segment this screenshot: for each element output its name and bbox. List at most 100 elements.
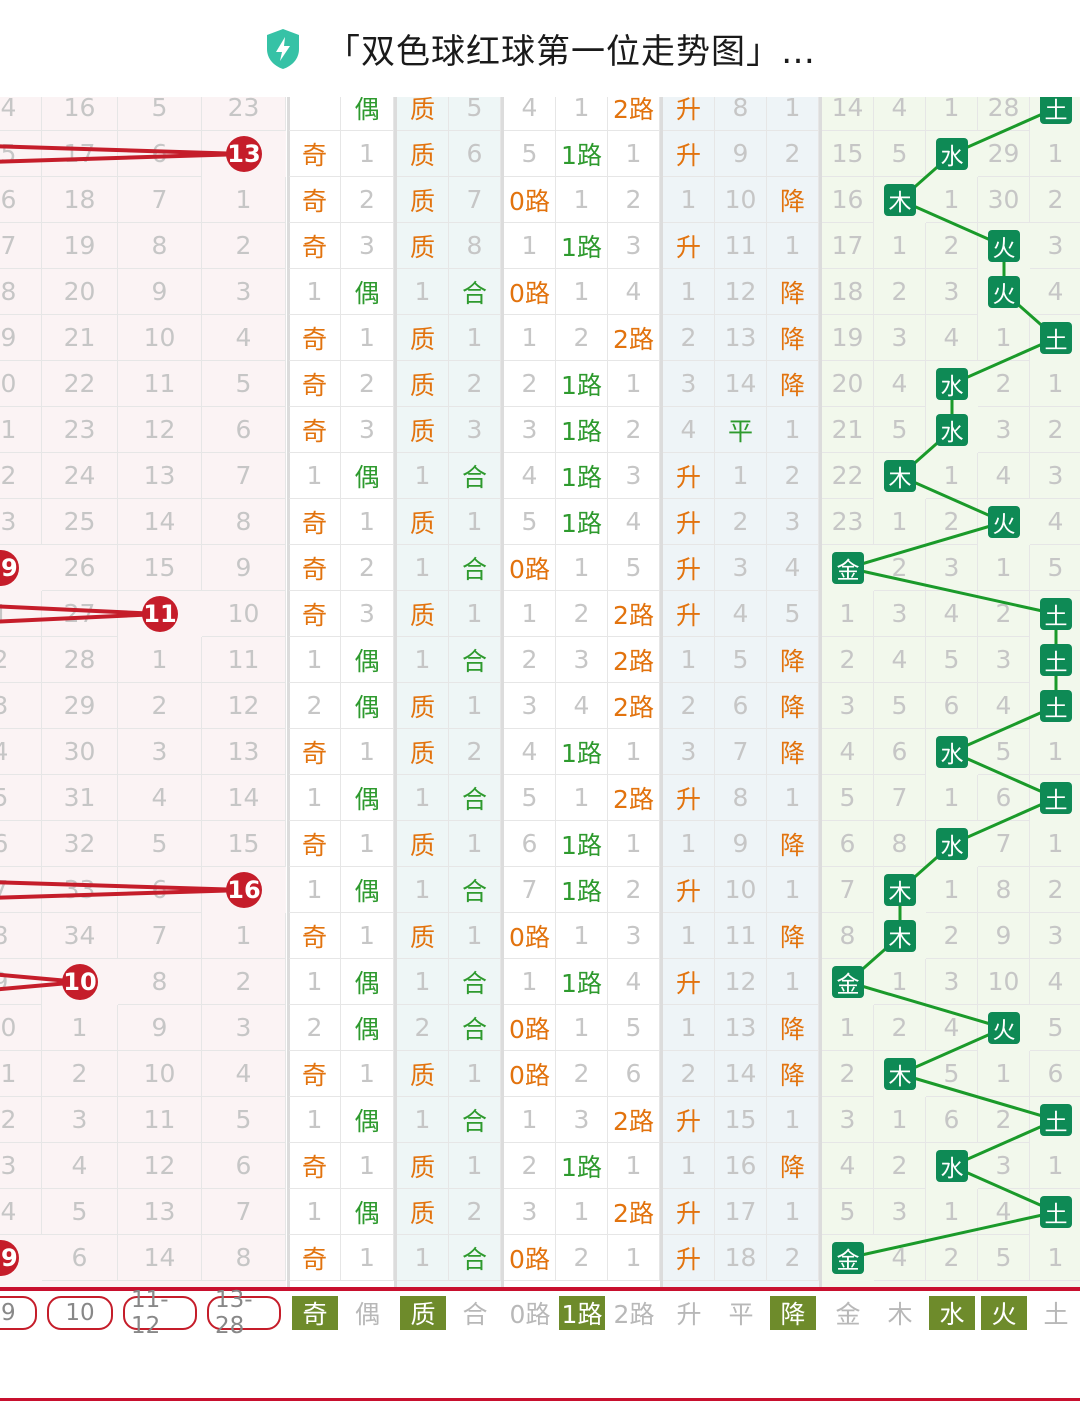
red-zone-missing-count[interactable]: 18 [42,177,118,223]
road-hit[interactable]: 1路 [556,499,608,545]
red-zone-missing-count[interactable]: 8 [202,1235,286,1281]
element-missing-count[interactable]: 3 [1030,223,1080,269]
element-missing-count[interactable]: 3 [1030,913,1080,959]
element-missing-count[interactable]: 7 [874,775,926,821]
even-missing-count[interactable]: 1 [341,1235,394,1281]
red-zone-missing-count[interactable]: 18 [0,269,42,315]
element-hit[interactable]: 土 [1040,690,1072,722]
trend-missing-count[interactable]: 3 [663,729,715,775]
element-hit[interactable]: 木 [884,1058,916,1090]
prime-missing-count[interactable]: 1 [397,1097,449,1143]
even-hit[interactable]: 偶 [341,1189,394,1235]
element-missing-count[interactable]: 21 [822,407,874,453]
element-missing-count[interactable]: 1 [874,223,926,269]
trend-hit[interactable]: 降 [767,1005,819,1051]
element-hit[interactable]: 土 [1040,1196,1072,1228]
red-zone-missing-count[interactable]: 15 [118,545,202,591]
element-missing-count[interactable]: 3 [822,683,874,729]
road-missing-count[interactable]: 3 [504,407,556,453]
odd-hit[interactable]: 奇 [289,223,341,269]
even-missing-count[interactable]: 2 [341,177,394,223]
red-zone-missing-count[interactable]: 10 [118,1051,202,1097]
element-hit[interactable]: 金 [832,552,864,584]
road-missing-count[interactable]: 4 [608,269,660,315]
red-zone-missing-count[interactable]: 10 [202,591,286,637]
road-missing-count[interactable]: 1 [608,729,660,775]
element-missing-count[interactable]: 1 [926,97,978,131]
road-missing-count[interactable]: 4 [608,959,660,1005]
element-missing-count[interactable]: 10 [978,959,1030,1005]
road-hit[interactable]: 0路 [504,913,556,959]
element-hit[interactable]: 木 [884,920,916,952]
red-zone-missing-count[interactable]: 7 [118,913,202,959]
trend-missing-count[interactable]: 8 [715,97,767,131]
footer-filter-option[interactable]: 合 [462,1300,488,1329]
red-zone-missing-count[interactable]: 1 [42,1005,118,1051]
red-zone-missing-count[interactable]: 12 [0,1097,42,1143]
red-zone-missing-count[interactable]: 8 [0,913,42,959]
element-missing-count[interactable]: 15 [822,131,874,177]
element-missing-count[interactable]: 2 [1030,407,1080,453]
prime-hit[interactable]: 质 [397,729,449,775]
element-missing-count[interactable]: 6 [1030,1051,1080,1097]
trend-missing-count[interactable]: 16 [715,1143,767,1189]
trend-hit[interactable]: 降 [767,821,819,867]
trend-missing-count[interactable]: 4 [715,591,767,637]
element-missing-count[interactable]: 7 [822,867,874,913]
element-missing-count[interactable]: 1 [874,959,926,1005]
prime-hit[interactable]: 质 [397,1143,449,1189]
prime-missing-count[interactable]: 1 [397,453,449,499]
red-ball-hit[interactable]: 09 [0,550,19,586]
element-hit[interactable]: 水 [936,1150,968,1182]
road-hit[interactable]: 1路 [556,821,608,867]
red-zone-missing-count[interactable]: 1 [118,637,202,683]
road-hit[interactable]: 0路 [504,269,556,315]
element-missing-count[interactable]: 2 [874,269,926,315]
red-zone-missing-count[interactable]: 1 [202,177,286,223]
range-filter-pill[interactable]: 11-12 [123,1287,197,1335]
element-hit[interactable]: 木 [884,874,916,906]
element-missing-count[interactable]: 6 [822,821,874,867]
trend-hit[interactable]: 降 [767,1143,819,1189]
odd-hit[interactable]: 奇 [289,1051,341,1097]
road-hit[interactable]: 0路 [504,1051,556,1097]
even-hit[interactable]: 偶 [341,683,394,729]
trend-missing-count[interactable]: 5 [767,591,819,637]
road-missing-count[interactable]: 7 [504,867,556,913]
composite-missing-count[interactable]: 8 [449,223,501,269]
even-missing-count[interactable]: 1 [341,821,394,867]
element-missing-count[interactable]: 2 [926,223,978,269]
road-hit[interactable]: 2路 [608,591,660,637]
red-zone-missing-count[interactable]: 9 [202,545,286,591]
composite-hit[interactable]: 合 [449,959,501,1005]
road-missing-count[interactable]: 1 [556,913,608,959]
red-ball-hit[interactable]: 13 [226,136,262,172]
prime-hit[interactable]: 质 [397,315,449,361]
element-hit[interactable]: 水 [936,138,968,170]
composite-hit[interactable]: 合 [449,775,501,821]
red-zone-missing-count[interactable]: 16 [42,97,118,131]
trend-missing-count[interactable]: 4 [663,407,715,453]
prime-hit[interactable]: 质 [397,361,449,407]
red-zone-missing-count[interactable]: 8 [118,959,202,1005]
red-zone-missing-count[interactable]: 5 [0,775,42,821]
road-missing-count[interactable]: 5 [608,1005,660,1051]
odd-missing-count[interactable]: 1 [289,637,341,683]
trend-missing-count[interactable]: 2 [767,453,819,499]
element-missing-count[interactable]: 2 [926,913,978,959]
element-hit[interactable]: 水 [936,414,968,446]
element-missing-count[interactable]: 1 [1030,131,1080,177]
element-missing-count[interactable]: 1 [1030,729,1080,775]
even-missing-count[interactable]: 2 [341,545,394,591]
prime-missing-count[interactable]: 1 [397,545,449,591]
road-missing-count[interactable]: 1 [504,223,556,269]
road-missing-count[interactable]: 3 [556,1097,608,1143]
even-missing-count[interactable]: 1 [341,1143,394,1189]
road-hit[interactable]: 0路 [504,177,556,223]
composite-missing-count[interactable]: 1 [449,1143,501,1189]
road-missing-count[interactable]: 1 [504,591,556,637]
prime-missing-count[interactable]: 1 [397,269,449,315]
footer-filter-selected[interactable]: 质 [400,1296,446,1330]
red-zone-missing-count[interactable]: 19 [42,223,118,269]
red-zone-missing-count[interactable]: 14 [118,1235,202,1281]
